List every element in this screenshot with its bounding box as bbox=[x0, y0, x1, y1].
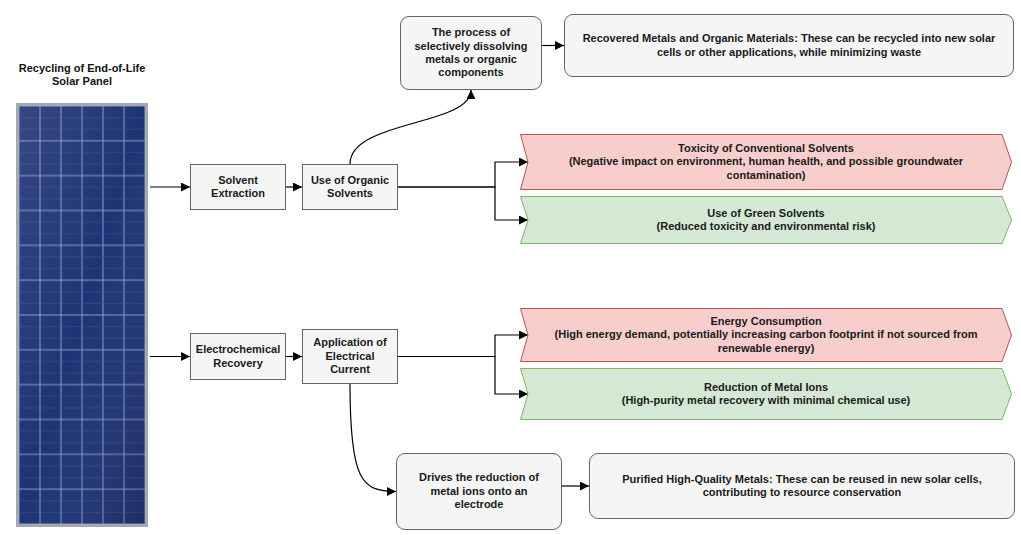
panel-sheen bbox=[19, 106, 145, 524]
description-box: Drives the reduction of metal ions onto … bbox=[396, 453, 562, 530]
flow-arrow bbox=[398, 335, 528, 357]
drawback-chevron: Toxicity of Conventional Solvents(Negati… bbox=[520, 134, 1012, 190]
text-group: Use of Organic Solvents bbox=[307, 174, 393, 201]
text-group: Recovered Metals and Organic Materials: … bbox=[573, 32, 1005, 59]
node-body: (Negative impact on environment, human h… bbox=[540, 155, 992, 182]
text-group: Purified High-Quality Metals: These can … bbox=[598, 473, 1006, 500]
node-heading: The process of selectively dissolving me… bbox=[409, 26, 533, 80]
node-heading: Energy Consumption bbox=[540, 315, 992, 328]
chevron-shape bbox=[521, 369, 1012, 420]
text-group: Toxicity of Conventional Solvents(Negati… bbox=[540, 142, 992, 182]
flow-arrow bbox=[542, 45, 564, 46]
node-heading: Solvent Extraction bbox=[195, 174, 281, 201]
node-body: (Reduced toxicity and environmental risk… bbox=[540, 220, 992, 233]
flow-arrow bbox=[398, 357, 528, 395]
text-group: Use of Green Solvents(Reduced toxicity a… bbox=[540, 207, 992, 234]
node-heading: Drives the reduction of metal ions onto … bbox=[405, 471, 553, 511]
process-box: Use of Organic Solvents bbox=[302, 164, 398, 210]
flow-arrow bbox=[562, 485, 589, 486]
text-group: Recycling of End-of-Life Solar Panel bbox=[14, 62, 150, 89]
text-group: Energy Consumption(High energy demand, p… bbox=[540, 315, 992, 355]
node-heading: Application of Electrical Current bbox=[307, 336, 393, 376]
flow-arrow bbox=[350, 384, 396, 492]
text-group: Reduction of Metal Ions(High-purity meta… bbox=[540, 381, 992, 408]
node-heading: Purified High-Quality Metals: These can … bbox=[598, 473, 1006, 500]
text-group: The process of selectively dissolving me… bbox=[409, 26, 533, 80]
node-heading: Reduction of Metal Ions bbox=[540, 381, 992, 394]
panel-node: Recycling of End-of-Life Solar Panel bbox=[14, 62, 150, 527]
flow-arrow bbox=[286, 186, 302, 187]
benefit-chevron: Use of Green Solvents(Reduced toxicity a… bbox=[520, 196, 1012, 244]
flow-arrow bbox=[398, 162, 528, 187]
flow-arrow bbox=[286, 356, 302, 357]
node-heading: Use of Green Solvents bbox=[540, 207, 992, 220]
node-heading: Toxicity of Conventional Solvents bbox=[540, 142, 992, 155]
node-heading: Electrochemical Recovery bbox=[195, 343, 281, 370]
flow-arrow bbox=[150, 186, 190, 187]
text-group: Application of Electrical Current bbox=[307, 336, 393, 376]
text-group: Electrochemical Recovery bbox=[195, 343, 281, 370]
benefit-chevron: Reduction of Metal Ions(High-purity meta… bbox=[520, 368, 1012, 420]
node-heading: Use of Organic Solvents bbox=[307, 174, 393, 201]
flow-arrow bbox=[398, 187, 528, 220]
chevron-shape bbox=[521, 135, 1012, 190]
outcome-box: Purified High-Quality Metals: These can … bbox=[589, 453, 1015, 519]
flow-arrow bbox=[350, 90, 471, 164]
chevron-shape bbox=[521, 309, 1012, 362]
outcome-box: Recovered Metals and Organic Materials: … bbox=[564, 14, 1014, 77]
chevron-shape bbox=[521, 197, 1012, 244]
description-box: The process of selectively dissolving me… bbox=[400, 16, 542, 90]
process-box: Electrochemical Recovery bbox=[190, 333, 286, 380]
node-body: (High energy demand, potentially increas… bbox=[540, 328, 992, 355]
text-group: Drives the reduction of metal ions onto … bbox=[405, 471, 553, 511]
text-group: Solvent Extraction bbox=[195, 174, 281, 201]
process-box: Solvent Extraction bbox=[190, 164, 286, 210]
solar-panel-illustration bbox=[16, 103, 148, 527]
node-body: (High-purity metal recovery with minimal… bbox=[540, 394, 992, 407]
node-heading: Recovered Metals and Organic Materials: … bbox=[573, 32, 1005, 59]
node-heading: Recycling of End-of-Life Solar Panel bbox=[14, 62, 150, 89]
process-box: Application of Electrical Current bbox=[302, 329, 398, 384]
panel-frame bbox=[16, 103, 148, 527]
panel-cells bbox=[19, 106, 145, 524]
drawback-chevron: Energy Consumption(High energy demand, p… bbox=[520, 308, 1012, 362]
flow-arrow bbox=[150, 356, 190, 357]
